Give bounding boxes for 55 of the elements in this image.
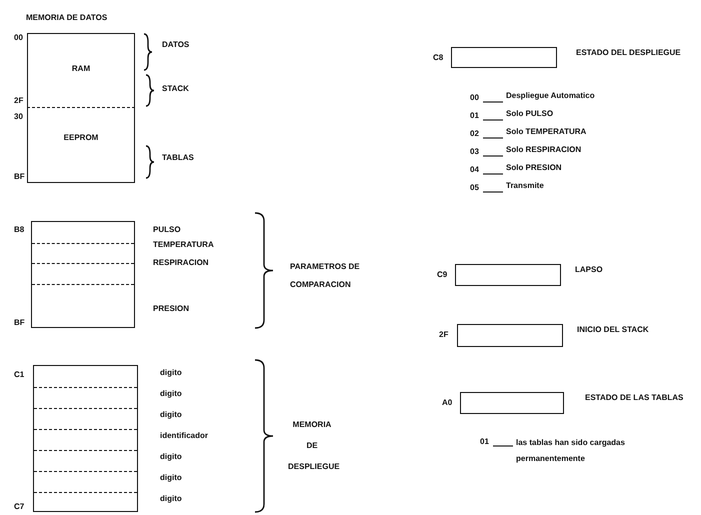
brace-label: PARAMETROS DE COMPARACION: [290, 261, 361, 291]
address-label: B8: [14, 225, 24, 235]
bit-description: Solo RESPIRACION: [506, 145, 582, 155]
field-name: digito: [160, 389, 182, 399]
register-name: INICIO DEL STACK: [577, 325, 649, 335]
memory-region: [27, 33, 135, 108]
field-name: digito: [160, 473, 182, 483]
region-name: EEPROM: [62, 133, 100, 143]
register-name: ESTADO DE LAS TABLAS: [585, 393, 684, 403]
bit-description: las tablas han sido cargadas permanentemente: [516, 437, 626, 465]
address-label: BF: [14, 318, 25, 328]
field-name: digito: [160, 452, 182, 462]
memory-register-box: [457, 324, 563, 347]
field-name: identificador: [160, 431, 208, 441]
bit-value: 05: [470, 183, 479, 193]
address-label: C7: [14, 502, 24, 512]
field-name: PRESION: [153, 304, 190, 314]
memory-region: [27, 108, 135, 183]
bit-value: 01: [480, 437, 489, 447]
memory-register-box: [455, 264, 561, 286]
register-name: LAPSO: [575, 265, 603, 275]
bit-value: 01: [470, 111, 479, 121]
brace-label: DATOS: [162, 40, 190, 50]
bit-value: 03: [470, 147, 479, 157]
field-name: digito: [160, 368, 182, 378]
field-name: TEMPERATURA: [153, 240, 214, 250]
address-label: A0: [442, 398, 452, 408]
memory-register-box: [31, 221, 135, 328]
memory-register-box: [460, 392, 564, 414]
memory-register-box: [33, 365, 138, 512]
address-label: BF: [14, 172, 25, 182]
bit-value: 04: [470, 165, 479, 175]
address-label: 00: [14, 33, 23, 43]
field-name: PULSO: [153, 225, 181, 235]
address-label: 2F: [439, 330, 448, 340]
bit-value: 02: [470, 129, 479, 139]
bit-description: Solo PRESION: [506, 163, 562, 173]
bit-description: Solo TEMPERATURA: [506, 127, 586, 137]
address-label: C8: [433, 53, 444, 63]
memory-register-box: [451, 47, 557, 68]
brace-label: TABLAS: [162, 153, 194, 163]
diagram-title: MEMORIA DE DATOS: [26, 13, 108, 23]
region-name: RAM: [70, 64, 92, 74]
field-name: RESPIRACION: [153, 258, 209, 268]
field-name: digito: [160, 494, 182, 504]
address-label: C1: [14, 370, 24, 380]
address-label: C9: [437, 270, 448, 280]
brace-label: STACK: [162, 84, 189, 94]
register-name: ESTADO DEL DESPLIEGUE: [576, 48, 681, 58]
bit-description: Solo PULSO: [506, 109, 554, 119]
address-label: 2F: [14, 96, 24, 106]
bit-description: Transmite: [506, 181, 544, 191]
field-name: digito: [160, 410, 182, 420]
bit-value: 00: [470, 93, 479, 103]
address-label: 30: [14, 112, 23, 122]
